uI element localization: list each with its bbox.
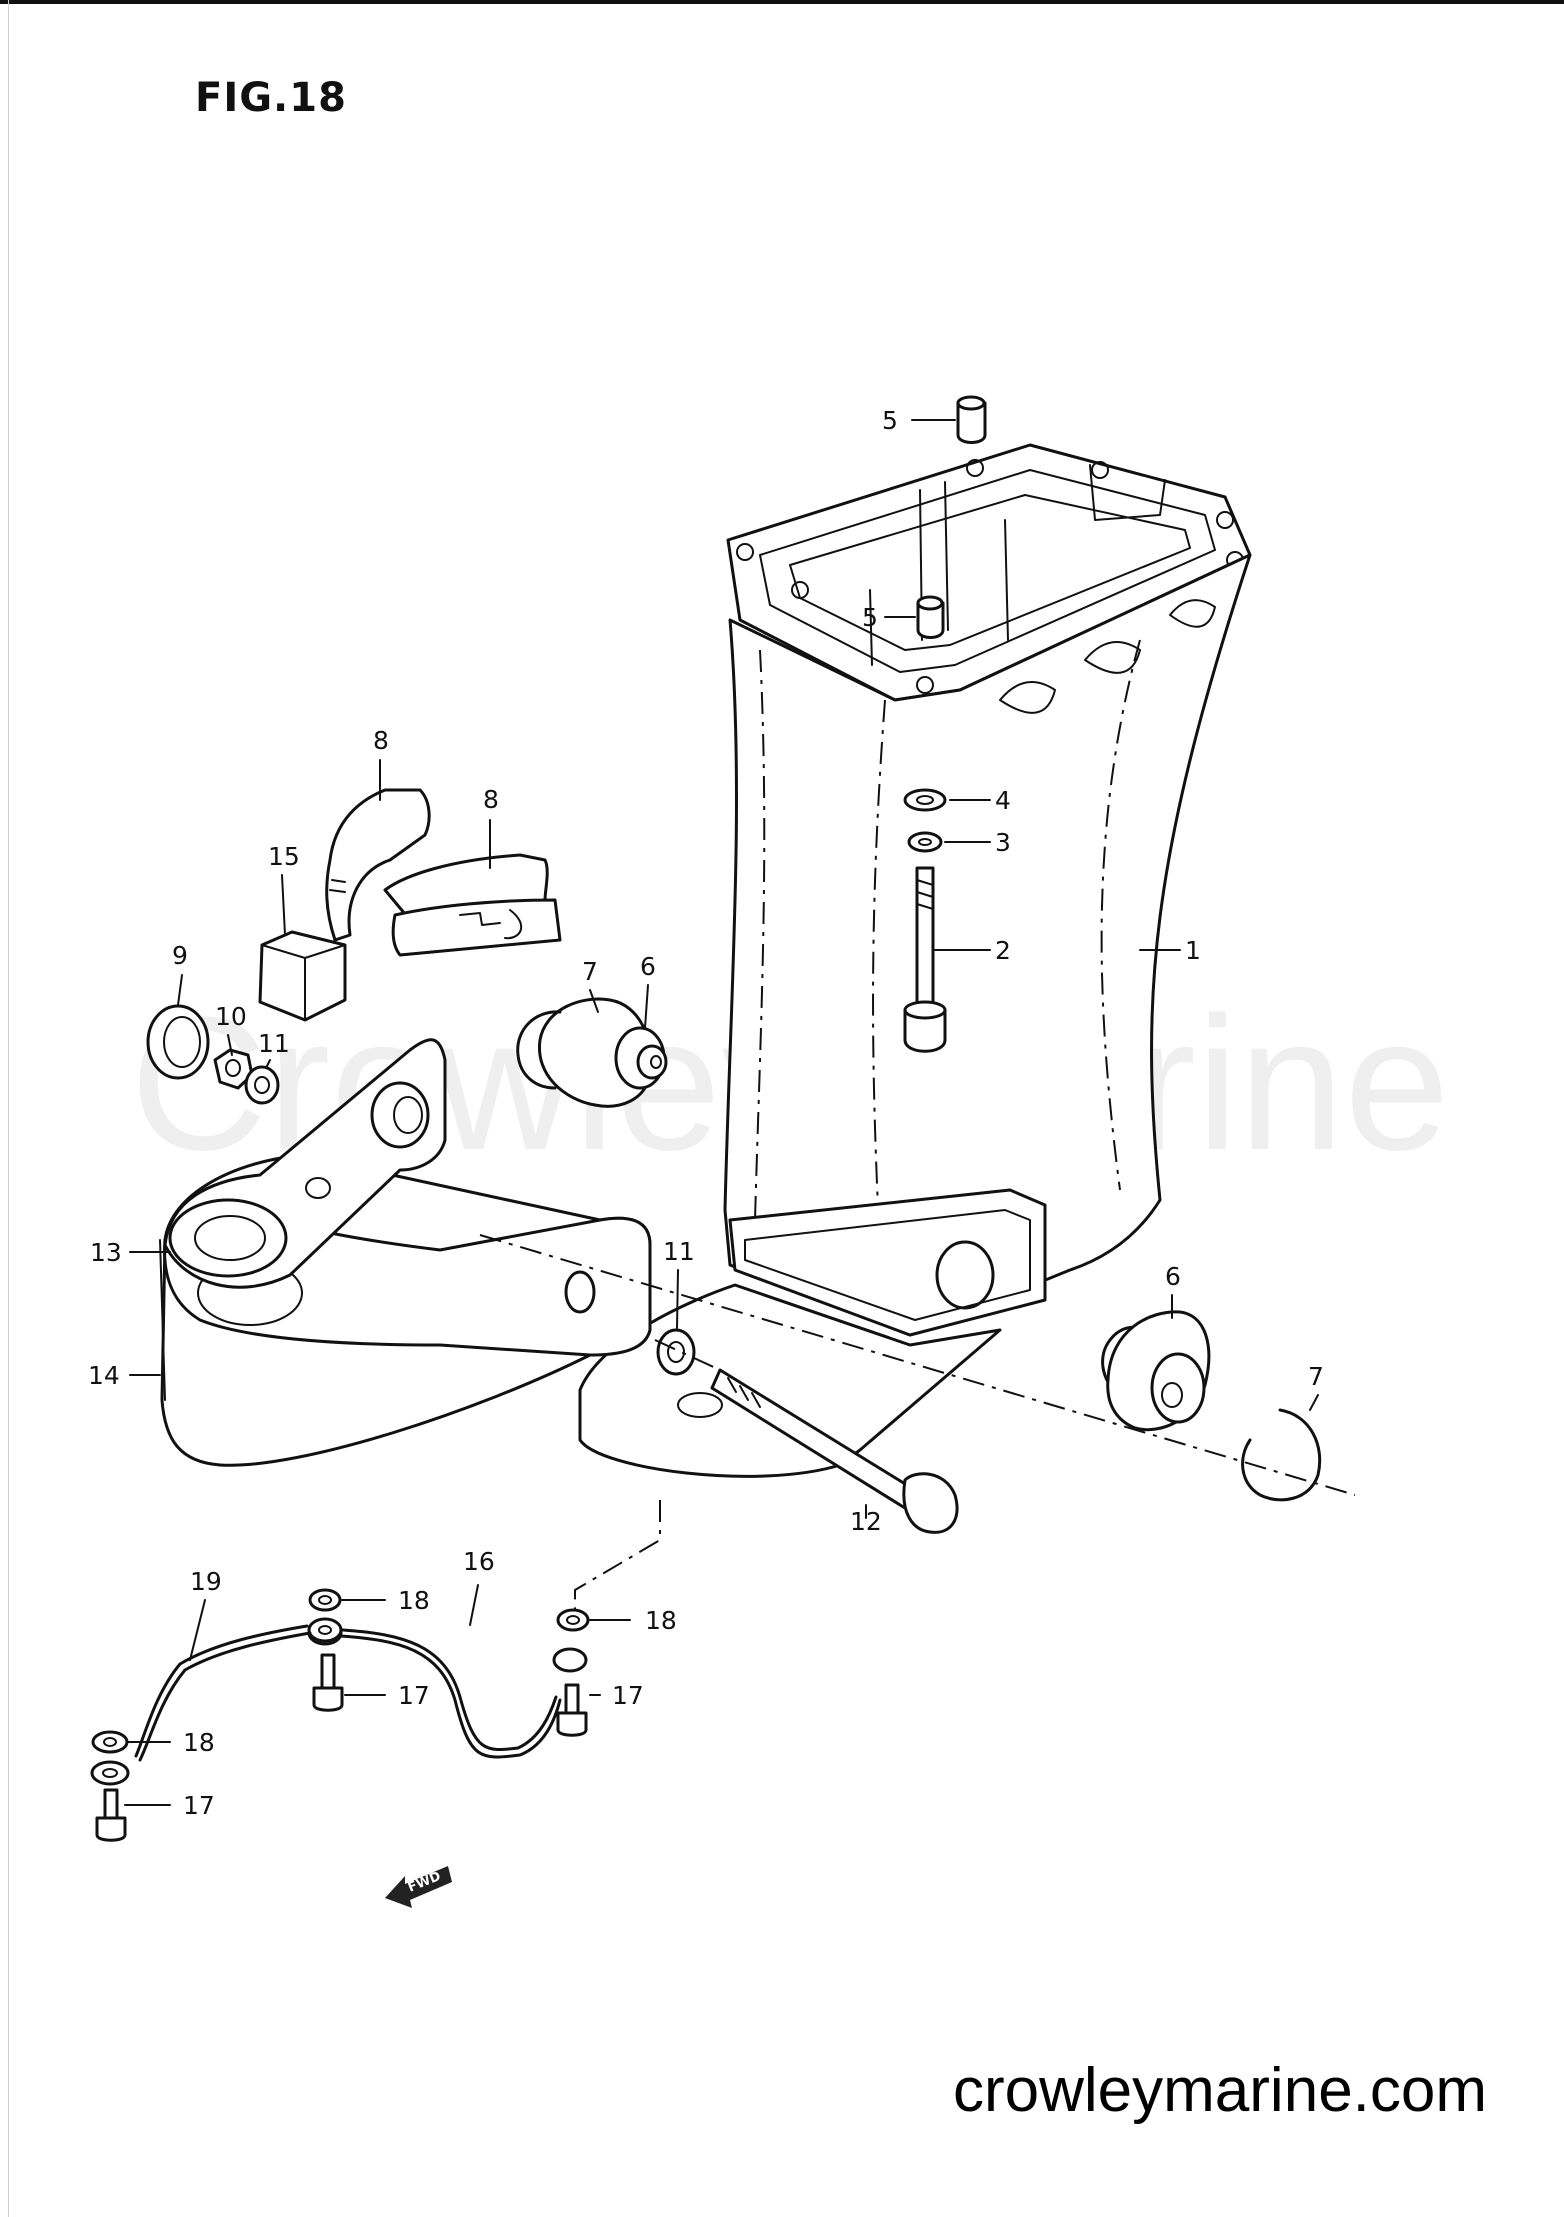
callout-2: 2 [995, 936, 1011, 965]
dowel-pin-upper[interactable] [956, 395, 987, 444]
callout-14: 14 [88, 1361, 120, 1390]
washer-11-left[interactable] [244, 1065, 280, 1105]
mount-rubber-6-left[interactable] [537, 997, 668, 1108]
callout-4: 4 [995, 786, 1011, 815]
callout-8-lower: 8 [483, 785, 499, 814]
bolt-2[interactable] [903, 866, 947, 1053]
callout-18-top: 18 [398, 1586, 430, 1615]
screw-17-middle[interactable] [312, 1653, 344, 1712]
pad-8-lower[interactable] [383, 853, 562, 957]
ground-lead-16[interactable] [307, 1620, 588, 1759]
callout-17-left: 17 [183, 1791, 215, 1820]
ground-lead-19[interactable] [90, 1617, 343, 1786]
forward-direction-badge: FWD [385, 1866, 452, 1908]
leader-lines [124, 419, 1319, 1806]
callout-11-right: 11 [663, 1237, 695, 1266]
left-border [8, 0, 9, 2217]
snap-ring-7-right[interactable] [1241, 1408, 1322, 1502]
centerline-mount [479, 1234, 1356, 1496]
screw-17-right[interactable] [556, 1683, 588, 1737]
callout-5-upper: 5 [882, 406, 898, 435]
callout-8-upper: 8 [373, 726, 389, 755]
mount-arm-13[interactable] [163, 1038, 447, 1289]
centerline-bolt [654, 1339, 721, 1371]
callout-9: 9 [172, 941, 188, 970]
callout-18-right: 18 [645, 1606, 677, 1635]
callout-11-left: 11 [258, 1029, 290, 1058]
callout-13: 13 [90, 1238, 122, 1267]
bolt-12[interactable] [710, 1368, 959, 1534]
callout-17-middle: 17 [398, 1681, 430, 1710]
washer-3[interactable] [907, 831, 943, 853]
snap-ring-7-left[interactable] [516, 1010, 562, 1090]
callout-5-lower: 5 [862, 603, 878, 632]
mount-rubber-6-right[interactable] [1101, 1310, 1211, 1432]
washer-18-left[interactable] [91, 1730, 129, 1754]
website-footer: crowleymarine.com [953, 2056, 1488, 2125]
callout-6-right: 6 [1165, 1262, 1181, 1291]
drive-shaft-housing[interactable] [578, 443, 1252, 1478]
dowel-pin-lower[interactable] [916, 595, 945, 639]
callout-19: 19 [190, 1567, 222, 1596]
callout-16: 16 [463, 1547, 495, 1576]
callout-7-left: 7 [582, 957, 598, 986]
washer-11-right[interactable] [656, 1328, 696, 1376]
callout-15: 15 [268, 842, 300, 871]
grommet-9[interactable] [146, 1004, 210, 1080]
callout-10: 10 [215, 1002, 247, 1031]
callout-6-left: 6 [640, 952, 656, 981]
pad-15[interactable] [258, 930, 347, 1022]
callout-18-left: 18 [183, 1728, 215, 1757]
figure-title: FIG.18 [195, 75, 347, 121]
top-border [0, 0, 1564, 4]
callout-3: 3 [995, 828, 1011, 857]
screw-17-left[interactable] [95, 1788, 127, 1842]
washer-18-top[interactable] [308, 1588, 342, 1612]
centerline-ground [574, 1500, 661, 1610]
washer-18-right[interactable] [556, 1608, 590, 1632]
callout-labels: 5 5 4 3 2 1 8 8 15 7 6 9 10 11 13 11 6 7… [88, 406, 1324, 1820]
callout-17-right: 17 [612, 1681, 644, 1710]
callout-1: 1 [1185, 936, 1201, 965]
washer-4[interactable] [903, 788, 947, 812]
callout-7-right: 7 [1308, 1362, 1324, 1391]
callout-12: 12 [850, 1507, 882, 1536]
pad-8-upper[interactable] [325, 788, 431, 942]
